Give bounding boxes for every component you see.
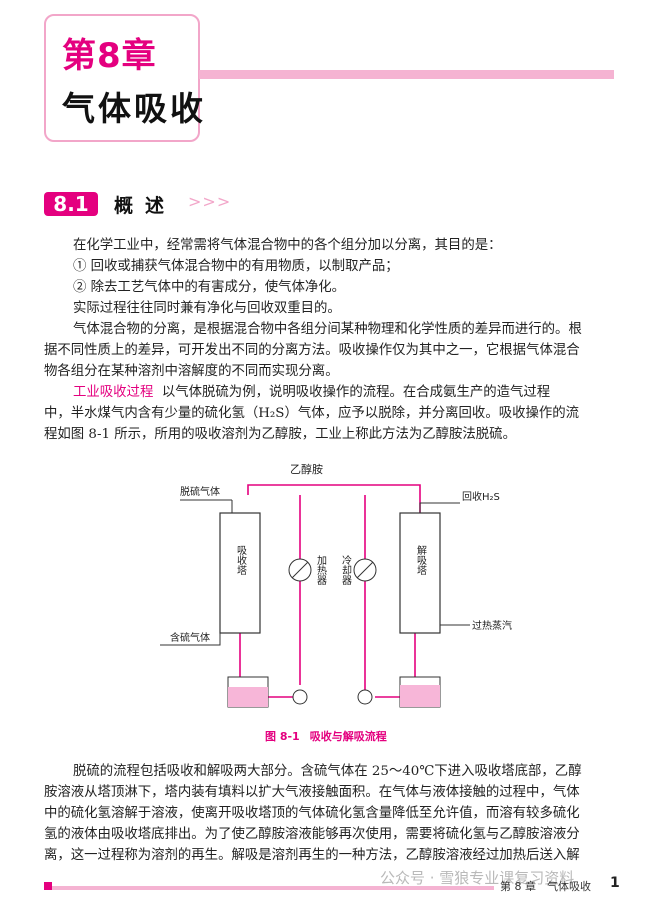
absorption-desorption-flow-diagram: 乙醇胺 脱硫气体 回收H₂S 含硫气体 过热蒸汽 吸收塔 解吸塔 加热器 冷却器 — [160, 462, 512, 708]
label-heater: 加热器 — [315, 555, 327, 586]
body-line: 中，半水煤气内含有少量的硫化氢（H₂S）气体，应予以脱除，并分离回收。吸收操作的… — [44, 406, 580, 421]
label-stripper: 解吸塔 — [415, 544, 427, 576]
figure-title: 吸收与解吸流程 — [309, 730, 387, 743]
body-line: ② 除去工艺气体中的有害成分，使气体净化。 — [73, 280, 346, 295]
body-line: 中的硫化氢溶解于溶液，使离开吸收塔顶的气体硫化氢含量降低至允许值，而溶有较多硫化 — [44, 806, 580, 821]
label-cooler: 冷却器 — [340, 554, 352, 586]
page-number: 1 — [610, 875, 620, 891]
figure-number: 图 8-1 — [265, 730, 300, 743]
body-line: 离，这一过程称为溶剂的再生。解吸是溶剂再生的一种方法，乙醇胺溶液经过加热后送入解 — [44, 848, 580, 863]
pump-icon — [292, 689, 308, 705]
chapter-header-rule — [199, 70, 614, 79]
label-sulfur-gas: 含硫气体 — [170, 631, 210, 644]
absorber-column — [219, 512, 261, 634]
body-line: 氢的液体由吸收塔底排出。为了使乙醇胺溶液能够再次使用，需要将硫化氢与乙醇胺溶液分 — [44, 827, 580, 842]
body-line: 据不同性质上的差异，可开发出不同的分离方法。吸收操作仅为其中之一，它根据气体混合 — [44, 343, 580, 358]
label-ethanolamine: 乙醇胺 — [290, 462, 323, 476]
section-title: 概述 — [114, 195, 177, 217]
pipe-ethanolamine-return — [247, 484, 421, 513]
body-line: 胺溶液从塔顶淋下，塔内装有填料以扩大气液接触面积。在气体与液体接触的过程中，气体 — [44, 785, 580, 800]
body-line: 物各组分在某种溶剂中溶解度的不同而实现分离。 — [44, 364, 339, 379]
chapter-number: 第8章 — [62, 36, 157, 76]
label-desulfurized-gas: 脱硫气体 — [180, 485, 220, 498]
watermark: 公众号 · 雪狼专业课复习资料 — [380, 869, 575, 887]
body-line: 气体混合物的分离，是根据混合物中各组分间某种物理和化学性质的差异而进行的。根 — [73, 322, 582, 337]
footer-chapter: 第 8 章 气体吸收 — [500, 880, 591, 893]
body-line: 程如图 8-1 所示，所用的吸收溶剂为乙醇胺，工业上称此方法为乙醇胺法脱硫。 — [44, 427, 516, 442]
body-text: 以气体脱硫为例，说明吸收操作的流程。在合成氨生产的造气过程 — [161, 385, 551, 400]
chapter-header-box — [44, 14, 200, 142]
body-line: 工业吸收过程 以气体脱硫为例，说明吸收操作的流程。在合成氨生产的造气过程 — [73, 382, 550, 403]
label-steam: 过热蒸汽 — [472, 619, 512, 632]
section-arrows-decoration: >>> — [188, 192, 232, 211]
footer-square — [44, 882, 52, 890]
body-line: ① 回收或捕获气体混合物中的有用物质，以制取产品； — [73, 259, 399, 274]
stripper-column — [399, 512, 441, 634]
paragraph-heading: 工业吸收过程 — [73, 385, 154, 400]
pump-icon — [357, 689, 373, 705]
body-line: 在化学工业中，经常需将气体混合物中的各个组分加以分离，其目的是： — [73, 238, 502, 253]
body-line: 脱硫的流程包括吸收和解吸两大部分。含硫气体在 25～40℃下进入吸收塔底部，乙醇 — [73, 764, 582, 779]
chapter-title: 气体吸收 — [62, 89, 206, 128]
label-absorber: 吸收塔 — [235, 545, 247, 576]
figure-caption: 图 8-1 吸收与解吸流程 — [265, 728, 387, 744]
label-recover-h2s: 回收H₂S — [462, 490, 500, 503]
section-number-badge: 8.1 — [44, 192, 98, 216]
body-line: 实际过程往往同时兼有净化与回收双重目的。 — [73, 301, 341, 316]
footer-rule — [44, 886, 494, 890]
